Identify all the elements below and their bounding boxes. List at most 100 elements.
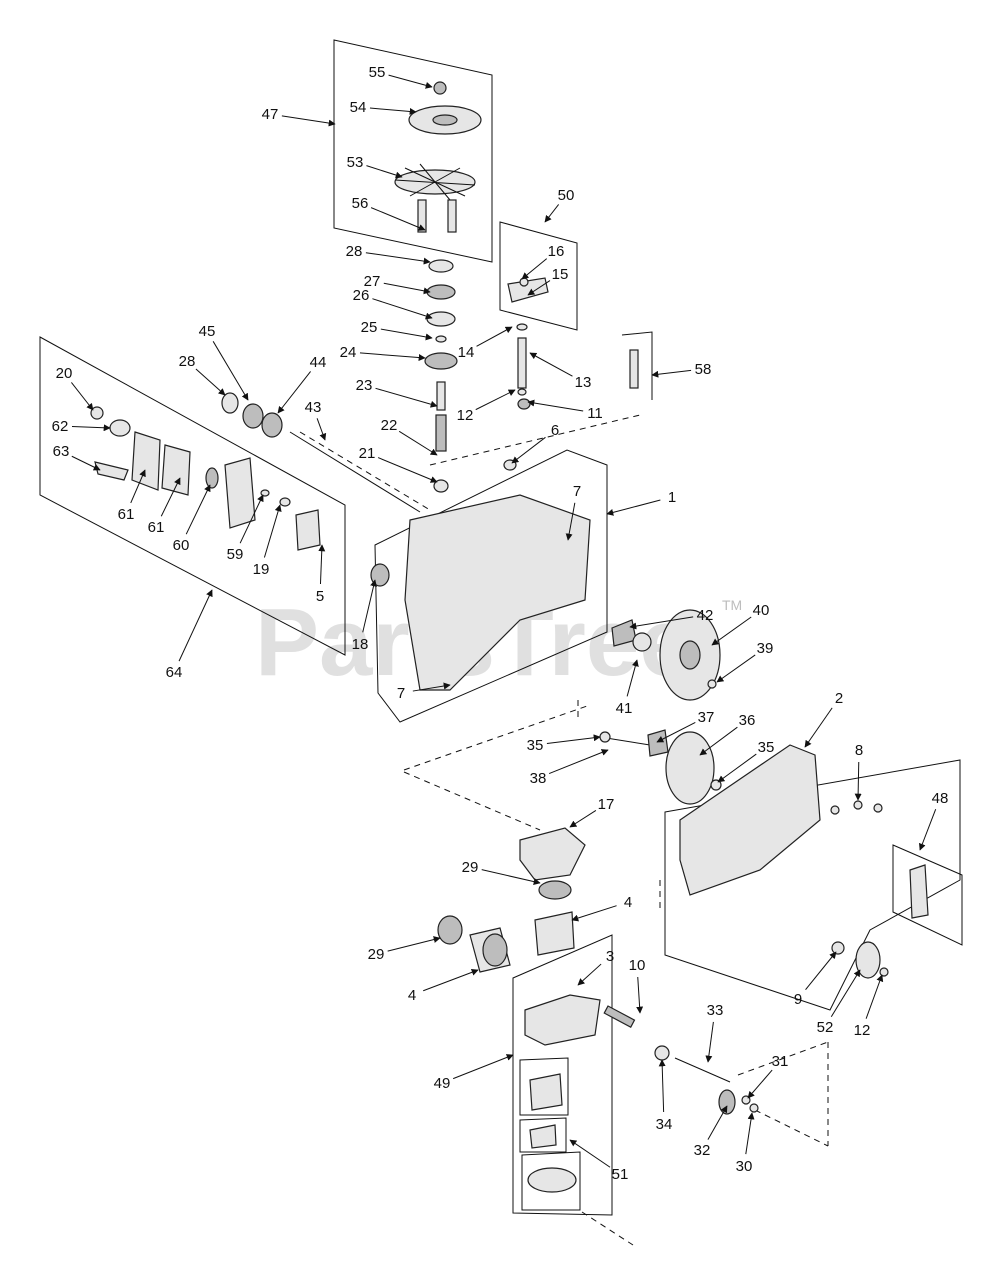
callout-c-27: 27 (364, 273, 431, 295)
callout-leader-arrow (160, 477, 181, 517)
callout-c-29b: 29 (368, 936, 441, 963)
housing-1 (404, 494, 591, 691)
callout-number: 19 (253, 561, 270, 578)
callout-number: 39 (757, 640, 774, 657)
callout-c-53: 53 (347, 154, 403, 179)
callout-number: 16 (548, 243, 565, 260)
washer-35a (599, 731, 611, 743)
callout-number: 23 (356, 377, 373, 394)
callout-leader-arrow (369, 107, 417, 115)
callout-c-21: 21 (359, 445, 438, 483)
pin-59 (260, 489, 270, 497)
callout-c-38: 38 (530, 749, 609, 787)
callout-c-7a: 7 (565, 483, 581, 541)
callout-number: 35 (758, 739, 775, 756)
callout-number: 52 (817, 1019, 834, 1036)
washer-41 (632, 632, 652, 652)
valve-part-c (527, 1167, 577, 1193)
main-housing-box (374, 449, 608, 723)
callout-number: 45 (199, 323, 216, 340)
callout-leader-arrow (359, 352, 426, 361)
callout-number: 20 (56, 365, 73, 382)
callout-leader-arrow (387, 936, 441, 952)
puck-61a (131, 431, 161, 491)
callout-c-60: 60 (173, 484, 211, 554)
callout-c-35b: 35 (717, 739, 775, 783)
callout-number: 63 (53, 443, 70, 460)
callout-leader-arrow (71, 455, 101, 471)
valve-part-a (529, 1073, 563, 1111)
callout-c-4b: 4 (408, 968, 479, 1004)
callout-leader-arrow (377, 457, 438, 483)
bracket-kit-box (499, 221, 578, 331)
callout-number: 40 (753, 602, 770, 619)
callout-c-3: 3 (577, 948, 614, 986)
brake-kit-box (39, 336, 346, 656)
bolt-8b (853, 800, 863, 810)
axle-43 (289, 431, 421, 513)
callout-number: 17 (598, 796, 615, 813)
callout-number: 55 (369, 64, 386, 81)
callout-number: 60 (173, 537, 190, 554)
washer-19 (279, 497, 291, 507)
callout-c-34: 34 (656, 1059, 673, 1133)
callout-leader-arrow (548, 749, 609, 775)
callout-leader-arrow (918, 809, 937, 851)
callout-c-39: 39 (716, 640, 774, 683)
callout-number: 29 (368, 946, 385, 963)
callout-leader-arrow (529, 352, 573, 377)
callout-number: 54 (350, 99, 367, 116)
callout-leader-arrow (854, 761, 862, 801)
callout-leader-arrow (747, 1069, 773, 1099)
callout-number: 29 (462, 859, 479, 876)
gear-32 (718, 1089, 736, 1115)
bolt-8c (873, 803, 883, 813)
case-half-box (664, 759, 961, 1011)
washer-35b (710, 779, 722, 791)
callout-leader-arrow (544, 204, 560, 223)
callout-leader-arrow (658, 1059, 666, 1113)
callout-c-43: 43 (305, 399, 327, 441)
washer-28 (428, 259, 454, 273)
disc-60 (205, 467, 219, 489)
callout-c-5: 5 (316, 544, 326, 605)
gear-52 (855, 941, 881, 979)
callout-number: 51 (612, 1166, 629, 1183)
seal-29a (538, 880, 572, 900)
pin-39 (707, 679, 717, 689)
valve-sub-box-a (519, 1057, 569, 1116)
callout-number: 12 (457, 407, 474, 424)
callout-number: 61 (148, 519, 165, 536)
callout-leader-arrow (366, 165, 403, 179)
callout-number: 31 (772, 1053, 789, 1070)
valve-part-b (529, 1124, 557, 1149)
washer-62 (109, 419, 131, 437)
callout-c-14: 14 (458, 326, 513, 361)
callout-leader-arrow (805, 951, 837, 990)
callout-leader-arrow (372, 298, 433, 320)
center-section-3 (524, 994, 601, 1046)
callout-c-10: 10 (629, 957, 645, 1014)
watermark-trademark: TM (722, 597, 742, 613)
callout-number: 24 (340, 344, 357, 361)
callout-leader-arrow (716, 654, 756, 683)
callout-c-52: 52 (817, 969, 861, 1036)
callout-leader-arrow (745, 1112, 755, 1155)
callout-number: 59 (227, 546, 244, 563)
callout-number: 30 (736, 1158, 753, 1175)
callout-leader-arrow (636, 976, 644, 1014)
callout-number: 42 (697, 607, 714, 624)
callout-c-32: 32 (694, 1105, 728, 1159)
callout-number: 34 (656, 1116, 673, 1133)
callout-leader-arrow (412, 682, 451, 692)
callout-c-28a: 28 (346, 243, 431, 265)
callout-leader-arrow (383, 282, 431, 295)
callout-c-64: 64 (166, 589, 213, 681)
callout-leader-arrow (365, 252, 431, 265)
callout-c-30: 30 (736, 1112, 755, 1175)
callout-number: 12 (854, 1022, 871, 1039)
callout-number: 62 (52, 418, 69, 435)
callout-leader-arrow (475, 389, 516, 411)
callout-number: 43 (305, 399, 322, 416)
